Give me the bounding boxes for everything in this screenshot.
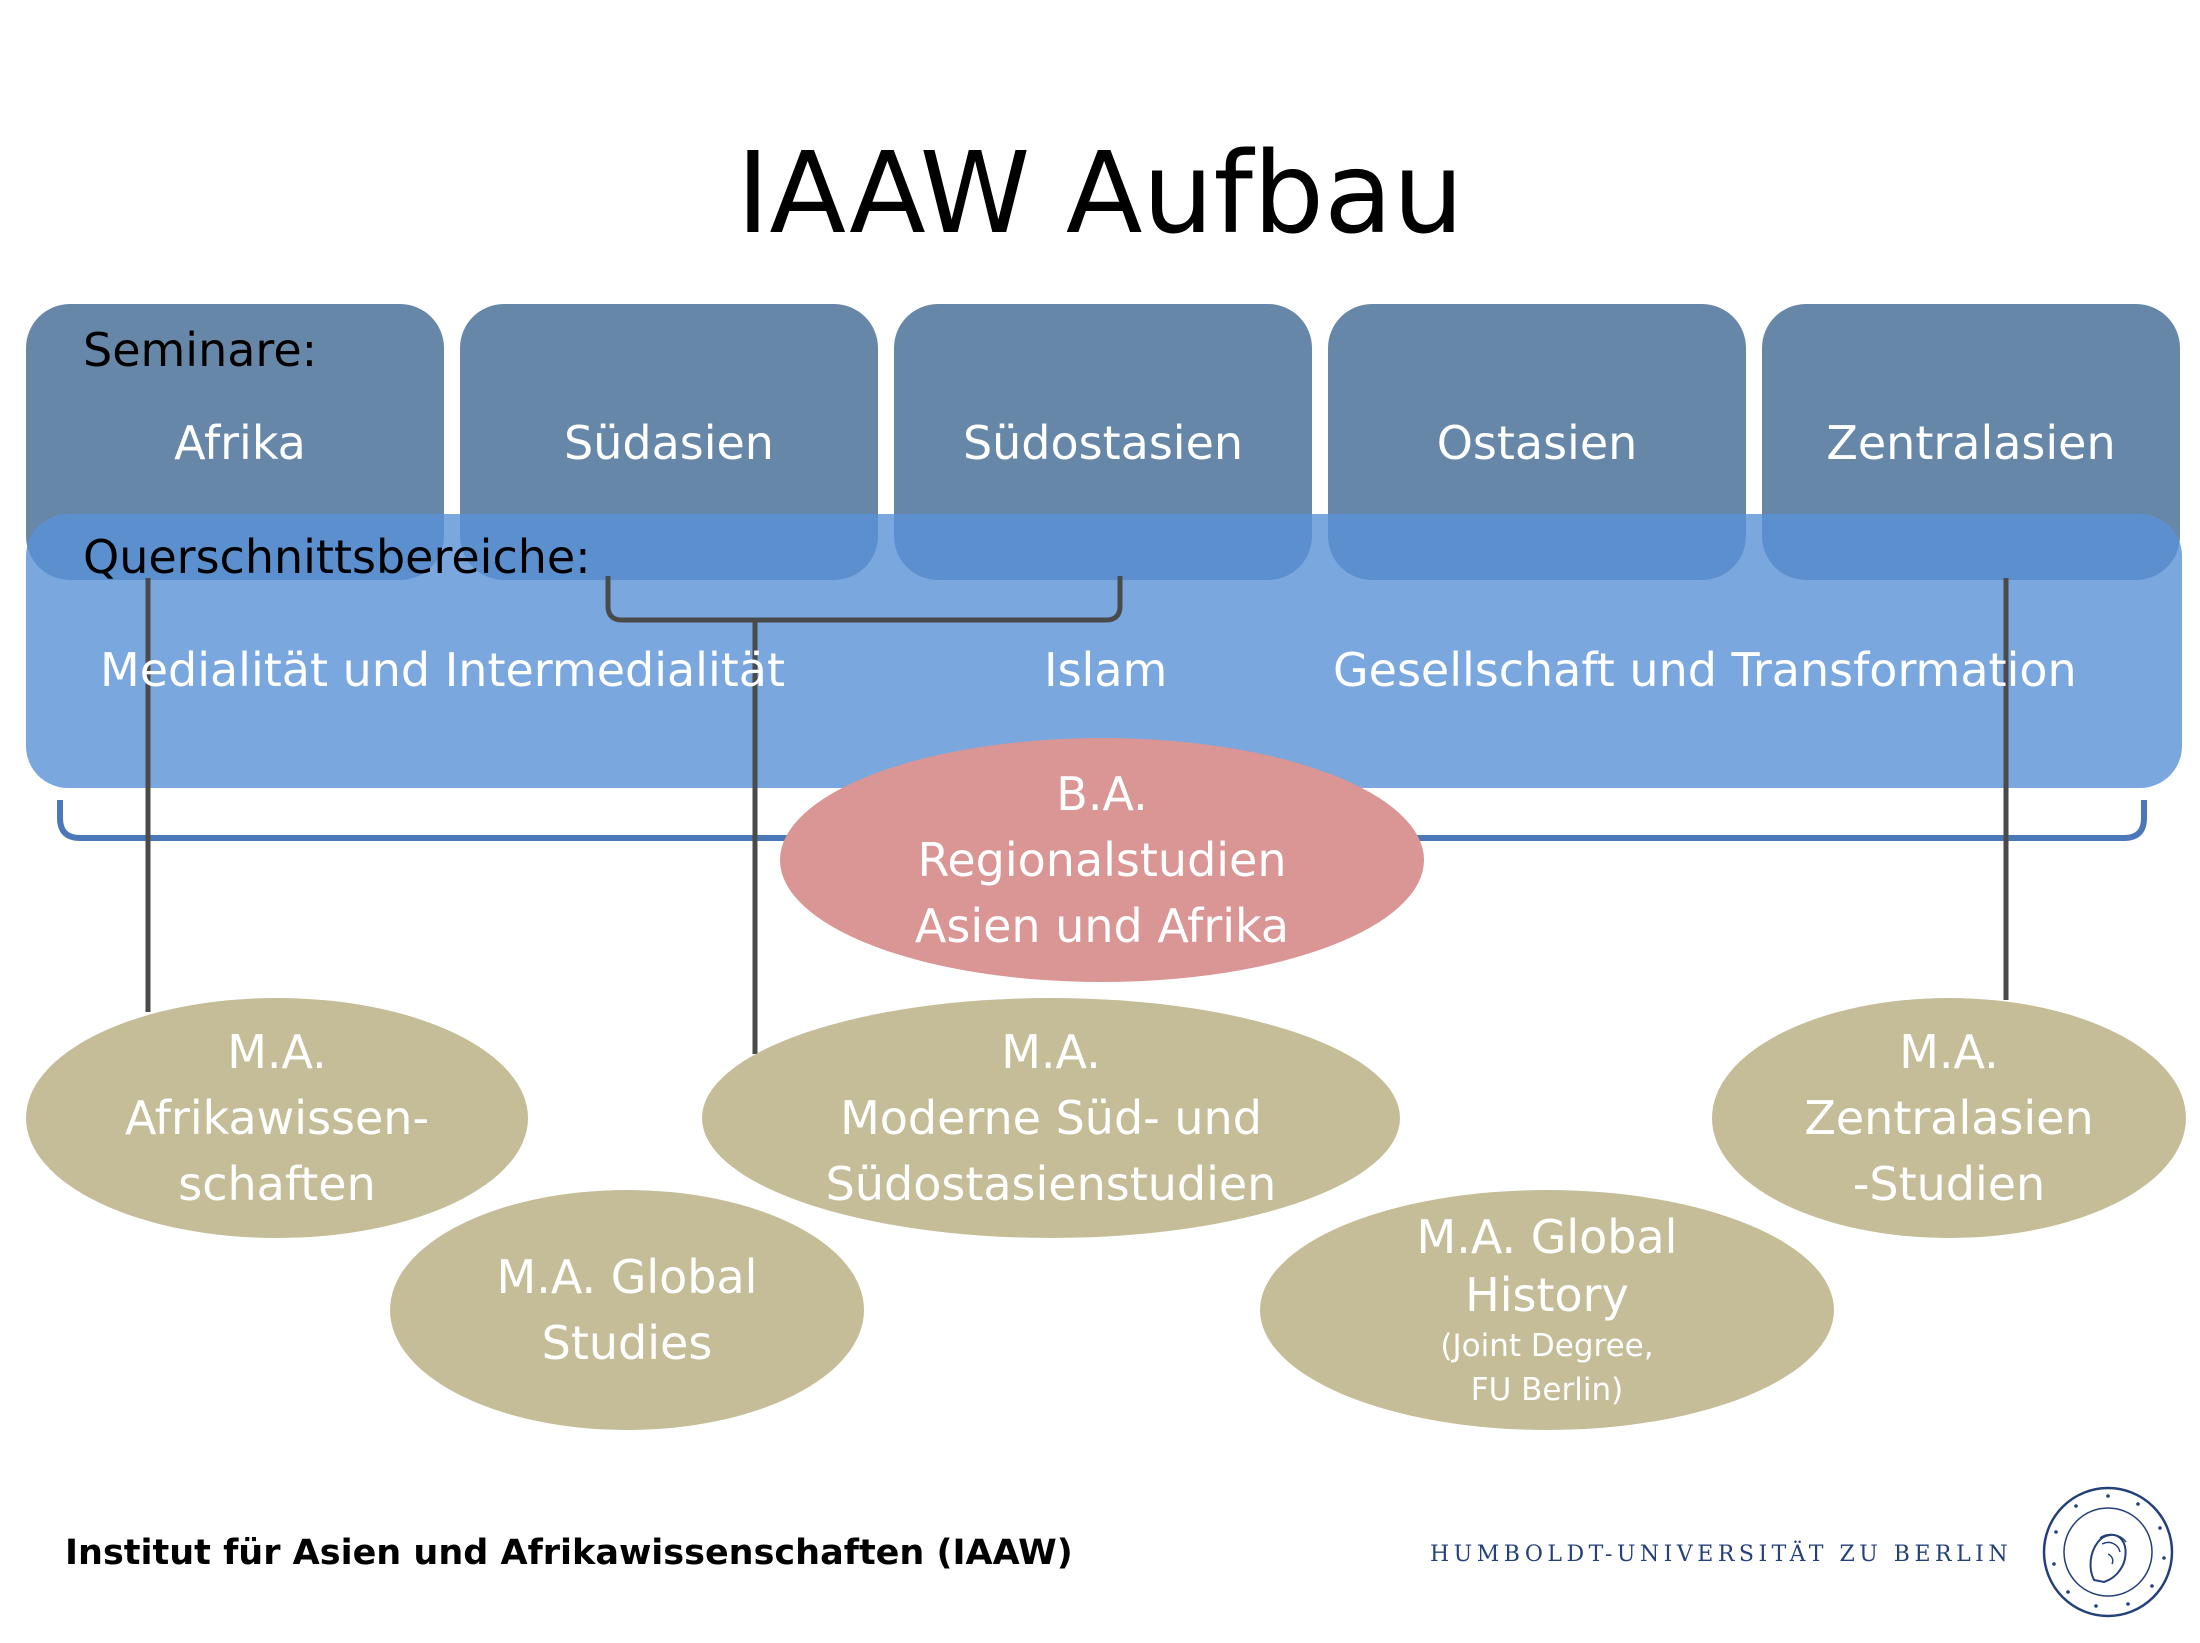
ma-afrika-line-2: Afrikawissen- bbox=[124, 1091, 430, 1145]
ma-sued-ellipse: M.A. Moderne Süd- und Südostasienstudien bbox=[702, 998, 1400, 1238]
seminar-label-ostasien: Ostasien bbox=[1436, 416, 1638, 470]
ma-global-history-note-2: FU Berlin) bbox=[1470, 1372, 1624, 1408]
ma-global-history-note-1: (Joint Degree, bbox=[1440, 1328, 1654, 1364]
ma-afrika-line-1: M.A. bbox=[227, 1025, 327, 1079]
ma-global-studies-ellipse: M.A. Global Studies bbox=[390, 1190, 864, 1430]
querschnitt-medialitaet: Medialität und Intermedialität bbox=[100, 643, 785, 697]
seminar-label-suedostasien: Südostasien bbox=[962, 416, 1244, 470]
ma-global-studies-line-1: M.A. Global bbox=[496, 1250, 758, 1304]
institute-name: Institut für Asien und Afrikawissenschaf… bbox=[65, 1533, 1073, 1573]
ba-line-3: Asien und Afrika bbox=[914, 899, 1290, 953]
ma-zentral-line-2: Zentralasien bbox=[1804, 1091, 2094, 1145]
ma-sued-line-3: Südostasienstudien bbox=[825, 1157, 1277, 1211]
seminar-label-zentralasien: Zentralasien bbox=[1826, 416, 2116, 470]
page-title: IAAW Aufbau bbox=[736, 129, 1464, 259]
ma-sued-line-2: Moderne Süd- und bbox=[840, 1091, 1262, 1145]
ba-line-1: B.A. bbox=[1056, 767, 1148, 821]
ma-global-history-line-1: M.A. Global bbox=[1416, 1210, 1678, 1264]
seminare-heading: Seminare: bbox=[83, 323, 318, 377]
university-name: HUMBOLDT-UNIVERSITÄT ZU BERLIN bbox=[1430, 1542, 2013, 1567]
ma-global-studies-line-2: Studies bbox=[541, 1316, 713, 1370]
ma-zentral-line-1: M.A. bbox=[1899, 1025, 1999, 1079]
university-seal-icon bbox=[2042, 1486, 2174, 1618]
ma-afrika-line-3: schaften bbox=[178, 1157, 376, 1211]
seminar-label-afrika: Afrika bbox=[174, 416, 306, 470]
sued-bracket bbox=[605, 576, 1123, 623]
querschnitt-gesellschaft: Gesellschaft und Transformation bbox=[1333, 643, 2077, 697]
ma-zentral-ellipse: M.A. Zentralasien -Studien bbox=[1712, 998, 2186, 1238]
seminar-label-suedasien: Südasien bbox=[564, 416, 774, 470]
ma-global-history-line-2: History bbox=[1465, 1268, 1629, 1322]
ma-zentral-line-3: -Studien bbox=[1852, 1157, 2046, 1211]
querschnitt-heading: Querschnittsbereiche: bbox=[83, 530, 591, 584]
ba-ellipse: B.A. Regionalstudien Asien und Afrika bbox=[780, 738, 1424, 982]
ma-afrika-ellipse: M.A. Afrikawissen- schaften bbox=[26, 998, 528, 1238]
querschnitt-islam: Islam bbox=[1044, 643, 1168, 697]
ma-sued-line-1: M.A. bbox=[1001, 1025, 1101, 1079]
ba-line-2: Regionalstudien bbox=[917, 833, 1287, 887]
ma-global-history-ellipse: M.A. Global History (Joint Degree, FU Be… bbox=[1260, 1190, 1834, 1430]
